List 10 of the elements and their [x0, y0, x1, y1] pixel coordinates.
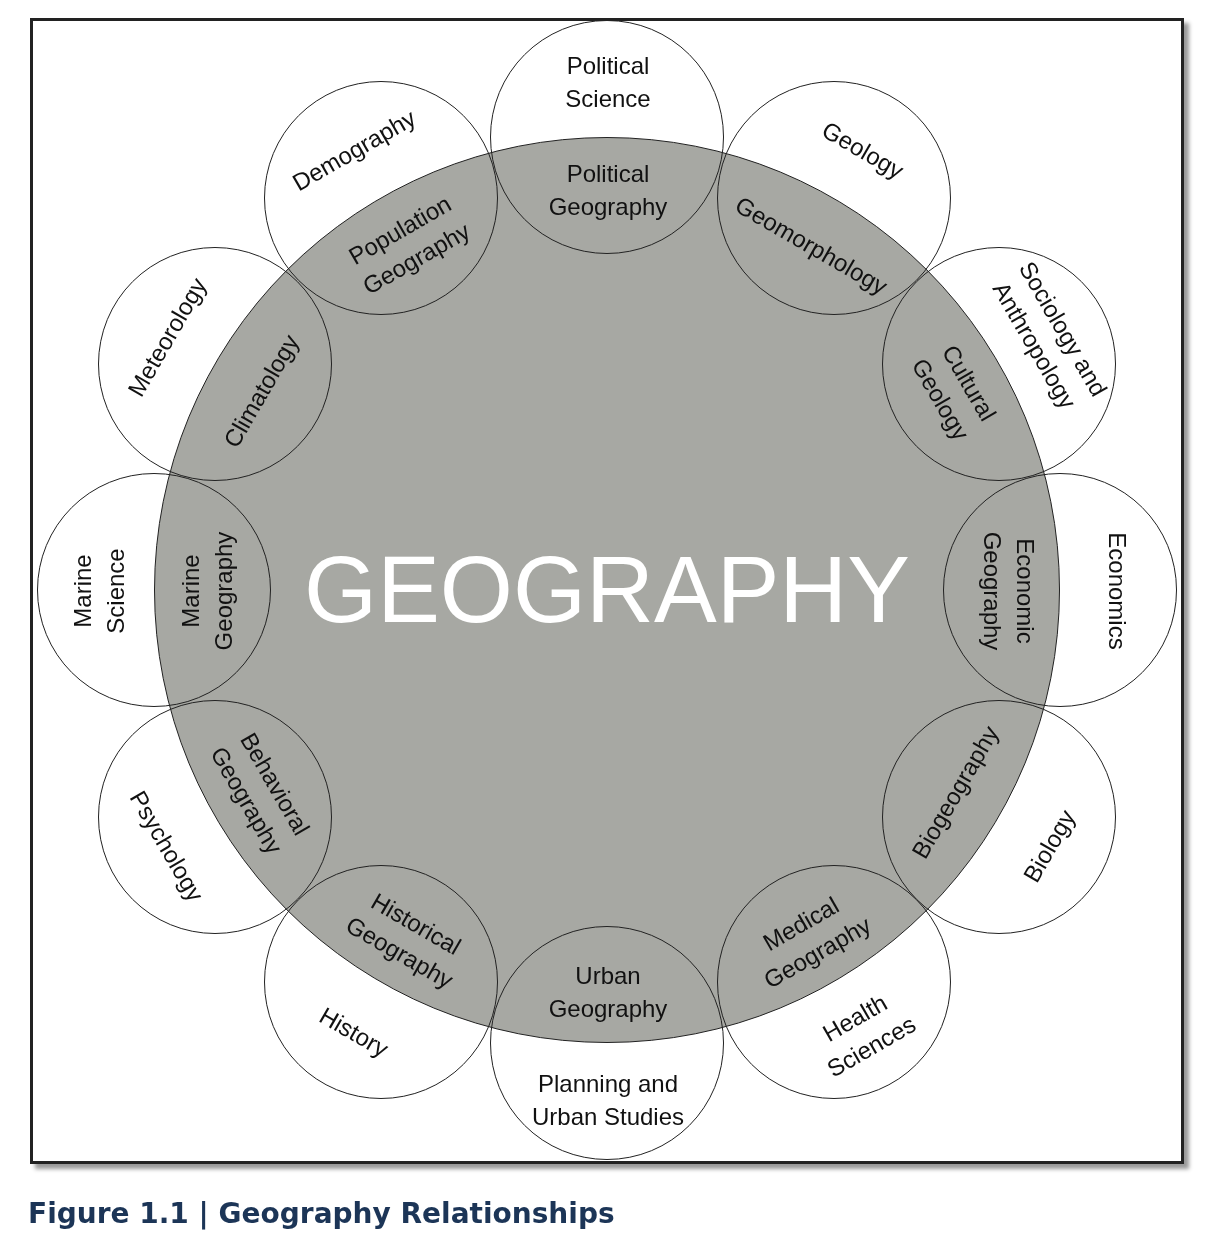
discipline-label: Economics: [1102, 531, 1132, 652]
subfield-label: Economic Geography: [978, 530, 1040, 653]
figure-caption: Figure 1.1 | Geography Relationships: [28, 1197, 615, 1230]
subfield-label: Political Geography: [547, 159, 669, 222]
subfield-label: Marine Geography: [176, 530, 238, 653]
discipline-label: Marine Science: [68, 547, 130, 636]
center-label: GEOGRAPHY: [304, 543, 910, 637]
discipline-label: Planning and Urban Studies: [530, 1069, 686, 1132]
discipline-label: Political Science: [564, 51, 652, 114]
subfield-label: Urban Geography: [547, 961, 669, 1024]
